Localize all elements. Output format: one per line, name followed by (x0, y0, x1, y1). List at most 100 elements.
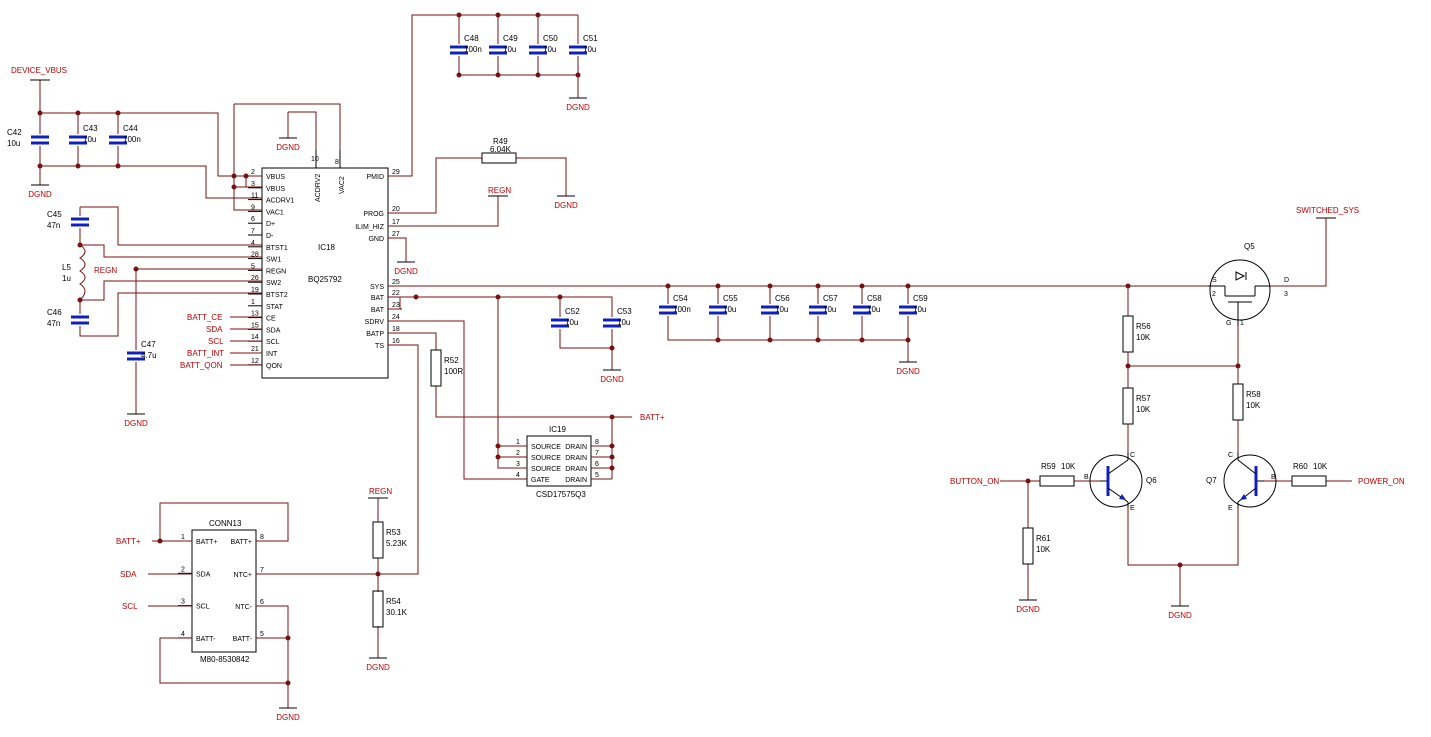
ic18-pin-1-num: 1 (251, 299, 255, 306)
ic18-pin-24-num: 24 (392, 314, 400, 321)
ic19-csd17575q3: IC19 CSD17575Q3 1SOURCE2SOURCE3SOURCE4GA… (513, 425, 605, 499)
cap-c43-ref: C43 (83, 124, 98, 133)
ground-symbol: DGND (1168, 605, 1192, 620)
junction-dot (905, 337, 911, 343)
conn-batt-loop (159, 502, 289, 542)
ic18-pin-11-name: ACDRV1 (266, 198, 294, 205)
conn13-connector: CONN13 M80-8530842 1BATT+2SDA3SCL4BATT- … (178, 519, 270, 664)
ic18-pin-1-name: STAT (266, 304, 284, 311)
cap-c54-value: 100n (673, 305, 691, 314)
res-body (1232, 383, 1244, 421)
q5-pin-s: S (1212, 277, 1217, 284)
net-regn-top: REGN (488, 186, 511, 195)
res-r58-value: 10K (1246, 401, 1261, 410)
cap-c44-ref: C44 (123, 124, 138, 133)
batp-wire (388, 332, 437, 350)
junction-dot (37, 110, 43, 116)
cap-c57-value: 10u (823, 305, 836, 314)
cap-c49-value: 10u (503, 45, 516, 54)
res-r53-ref: R53 (386, 528, 401, 537)
net-dgnd-9: DGND (276, 713, 300, 722)
cap-c51-ref: C51 (583, 34, 598, 43)
q7-pin-b: B (1271, 474, 1276, 481)
conn13-pin-6-num: 6 (260, 599, 264, 606)
vbus-bottom-rail (40, 165, 262, 199)
l5-ref: L5 (62, 263, 71, 272)
ground-symbol: DGND (366, 657, 390, 672)
net-dgnd-4: DGND (394, 267, 418, 276)
q7-emitter-arrow (1240, 494, 1247, 500)
ts-wire (378, 344, 419, 575)
ic18-pin-4-name: BTST1 (266, 245, 288, 252)
ic19-pin-4-name: GATE (531, 477, 550, 484)
cap-gap (573, 44, 583, 56)
ic18-part: BQ25792 (308, 275, 342, 284)
junction-dot (1125, 283, 1131, 289)
ic18-pin-acdrv2-name: ACDRV2 (315, 174, 322, 202)
junction-dot (609, 345, 615, 351)
ic18-pin-25-num: 25 (392, 279, 400, 286)
q5-pin-2: 2 (1212, 291, 1216, 298)
ic18-pin-13-name: CE (266, 316, 276, 323)
cap-gap (113, 134, 123, 146)
junction-dot (231, 173, 237, 179)
cap-c59-value: 10u (913, 305, 926, 314)
junction-dot (609, 465, 615, 471)
ic18-pin-10-num: 10 (311, 156, 319, 163)
conn13-pin-8-num: 8 (260, 534, 264, 541)
conn13-pin-4-num: 4 (181, 631, 185, 638)
net-scl-conn: SCL (122, 602, 138, 611)
res-r56-ref: R56 (1136, 322, 1151, 331)
net-dgnd-10: DGND (1016, 605, 1040, 614)
ic18-pin-vac2-name: VAC2 (339, 176, 346, 194)
res-r57-value: 10K (1136, 405, 1151, 414)
conn13-pin-3-num: 3 (181, 599, 185, 606)
cap-c52-value: 10u (565, 318, 578, 327)
conn13-body (191, 529, 257, 653)
res-body (481, 152, 517, 164)
cap-gap (607, 317, 617, 329)
cap-gap (35, 134, 45, 146)
junction-dot (609, 414, 615, 420)
ic18-pin-28-name: SW1 (266, 257, 281, 264)
ic18-pin-24-name: SDRV (365, 319, 385, 326)
cap-c47-value: 4.7u (141, 351, 157, 360)
cap-gap (75, 216, 85, 228)
q5-ref: Q5 (1244, 242, 1255, 251)
ic19-ref: IC19 (549, 425, 566, 434)
ic19-pin-2-name: SOURCE (531, 455, 561, 462)
junction-dot (75, 163, 81, 169)
cap-c59-ref: C59 (913, 294, 928, 303)
res-body (430, 349, 442, 387)
res-r53-value: 5.23K (386, 539, 408, 548)
junction-dot (535, 12, 541, 18)
capacitors: C4210uC4310uC44100nC4547nC4647nC474.7uC4… (7, 34, 928, 362)
ic18-pin-16-num: 16 (392, 338, 400, 345)
ilim-wire (388, 196, 499, 227)
cap-c46-value: 47n (47, 319, 60, 328)
q6-emitter (1107, 487, 1129, 503)
resistor-r53: R53 5.23K (372, 521, 408, 559)
ground-symbol: DGND (896, 361, 920, 376)
junction-dot (115, 163, 121, 169)
ic18-pin-7-num: 7 (251, 228, 255, 235)
q5-body-diode (1235, 271, 1247, 281)
ic18-pin-22-num: 22 (392, 290, 400, 297)
q5-mosfet: Q5 S 2 D 3 G 1 (1208, 242, 1289, 327)
junction-dot (815, 337, 821, 343)
ic18-pin-27-num: 27 (392, 231, 400, 238)
cap-c56-value: 10u (775, 305, 788, 314)
junction-dot (495, 454, 501, 460)
junction-dot (231, 184, 237, 190)
conn13-pin-5-name: BATT- (233, 636, 253, 643)
q7-collector (1237, 459, 1257, 475)
net-sda-conn: SDA (120, 570, 137, 579)
cap-gap (75, 314, 85, 326)
